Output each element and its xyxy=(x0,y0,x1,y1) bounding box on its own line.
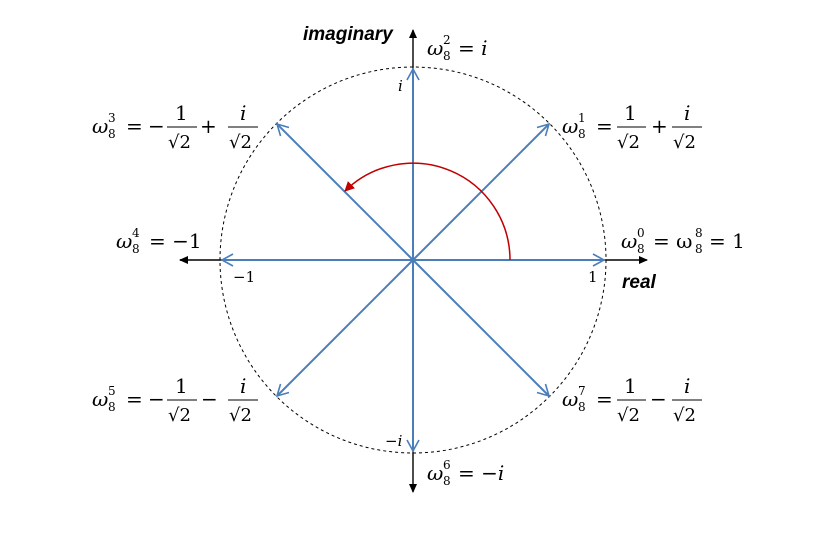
subscript: 8 xyxy=(108,127,116,141)
tick-i: i xyxy=(398,77,403,95)
exponent: 0 xyxy=(637,226,645,240)
rotation-arc xyxy=(344,162,511,261)
tick-neg-i: −i xyxy=(385,432,403,450)
exponent: 4 xyxy=(132,226,140,240)
numerator-2: i xyxy=(240,374,246,398)
omega-symbol: ω xyxy=(562,114,578,138)
vector-w3 xyxy=(275,122,414,261)
equals-value: = −1 xyxy=(149,229,202,253)
equals-value: = −i xyxy=(458,461,504,485)
root-label-w0: ω 0 8 = ω 8 8 = 1 xyxy=(621,226,745,256)
equals-omega: = ω xyxy=(653,229,692,253)
imaginary-axis-label: imaginary xyxy=(303,24,394,45)
omega-symbol: ω xyxy=(621,229,637,253)
numerator-1: 1 xyxy=(175,101,188,125)
equals-sign: = xyxy=(126,387,143,411)
exponent: 5 xyxy=(108,384,116,398)
numerator-1: 1 xyxy=(175,374,188,398)
sign: − xyxy=(148,114,165,138)
subscript: 8 xyxy=(108,400,116,414)
equals-sign: = xyxy=(126,114,143,138)
omega-symbol: ω xyxy=(92,114,108,138)
root-label-w6: ω 6 8 = −i xyxy=(427,458,504,488)
omega-symbol: ω xyxy=(427,461,443,485)
numerator-1: 1 xyxy=(624,101,637,125)
real-axis-left-arrow xyxy=(179,256,188,264)
denominator-1: √2 xyxy=(168,405,191,426)
subscript: 8 xyxy=(578,400,586,414)
denominator-2: √2 xyxy=(229,405,252,426)
vector-w5 xyxy=(275,259,414,398)
equals-value: = i xyxy=(458,36,488,60)
denominator-1: √2 xyxy=(168,132,191,153)
numerator-2: i xyxy=(684,101,690,125)
tick-one: 1 xyxy=(588,268,598,286)
denominator-2: √2 xyxy=(673,405,696,426)
subscript: 8 xyxy=(578,127,586,141)
denominator-2: √2 xyxy=(673,132,696,153)
subscript: 8 xyxy=(132,242,140,256)
vector-w7 xyxy=(412,259,551,398)
root-label-w4: ω 4 8 = −1 xyxy=(116,226,202,256)
root-vectors xyxy=(220,67,606,453)
operator: − xyxy=(650,387,667,411)
omega-symbol: ω xyxy=(562,387,578,411)
exponent: 8 xyxy=(695,226,703,240)
root-label-w1: ω 1 8 = 1 √2 + i √2 xyxy=(562,101,702,153)
root-label-w2: ω 2 8 = i xyxy=(427,33,488,63)
equals-sign: = xyxy=(596,114,613,138)
operator: − xyxy=(201,387,218,411)
numerator-1: 1 xyxy=(624,374,637,398)
root-label-w3: ω 3 8 = − 1 √2 + i √2 xyxy=(92,101,258,153)
vector-w1 xyxy=(412,122,551,261)
denominator-1: √2 xyxy=(617,405,640,426)
numerator-2: i xyxy=(240,101,246,125)
denominator-2: √2 xyxy=(229,132,252,153)
exponent: 6 xyxy=(443,458,451,472)
root-label-w7: ω 7 8 = 1 √2 − i √2 xyxy=(562,374,702,426)
denominator-1: √2 xyxy=(617,132,640,153)
equals-value: = 1 xyxy=(709,229,745,253)
real-axis-label: real xyxy=(622,272,657,293)
exponent: 3 xyxy=(108,111,116,125)
omega-symbol: ω xyxy=(116,229,132,253)
sign: − xyxy=(148,387,165,411)
exponent: 1 xyxy=(578,111,586,125)
operator: + xyxy=(651,114,668,138)
imaginary-axis-bottom-arrow xyxy=(409,484,417,493)
tick-neg-one: −1 xyxy=(233,268,255,286)
subscript: 8 xyxy=(443,49,451,63)
subscript: 8 xyxy=(443,474,451,488)
equals-sign: = xyxy=(596,387,613,411)
exponent: 7 xyxy=(578,384,586,398)
operator: + xyxy=(200,114,217,138)
subscript: 8 xyxy=(695,242,703,256)
root-label-w5: ω 5 8 = − 1 √2 − i √2 xyxy=(92,374,258,426)
subscript: 8 xyxy=(637,242,645,256)
omega-symbol: ω xyxy=(92,387,108,411)
numerator-2: i xyxy=(684,374,690,398)
exponent: 2 xyxy=(443,33,451,47)
omega-symbol: ω xyxy=(427,36,443,60)
